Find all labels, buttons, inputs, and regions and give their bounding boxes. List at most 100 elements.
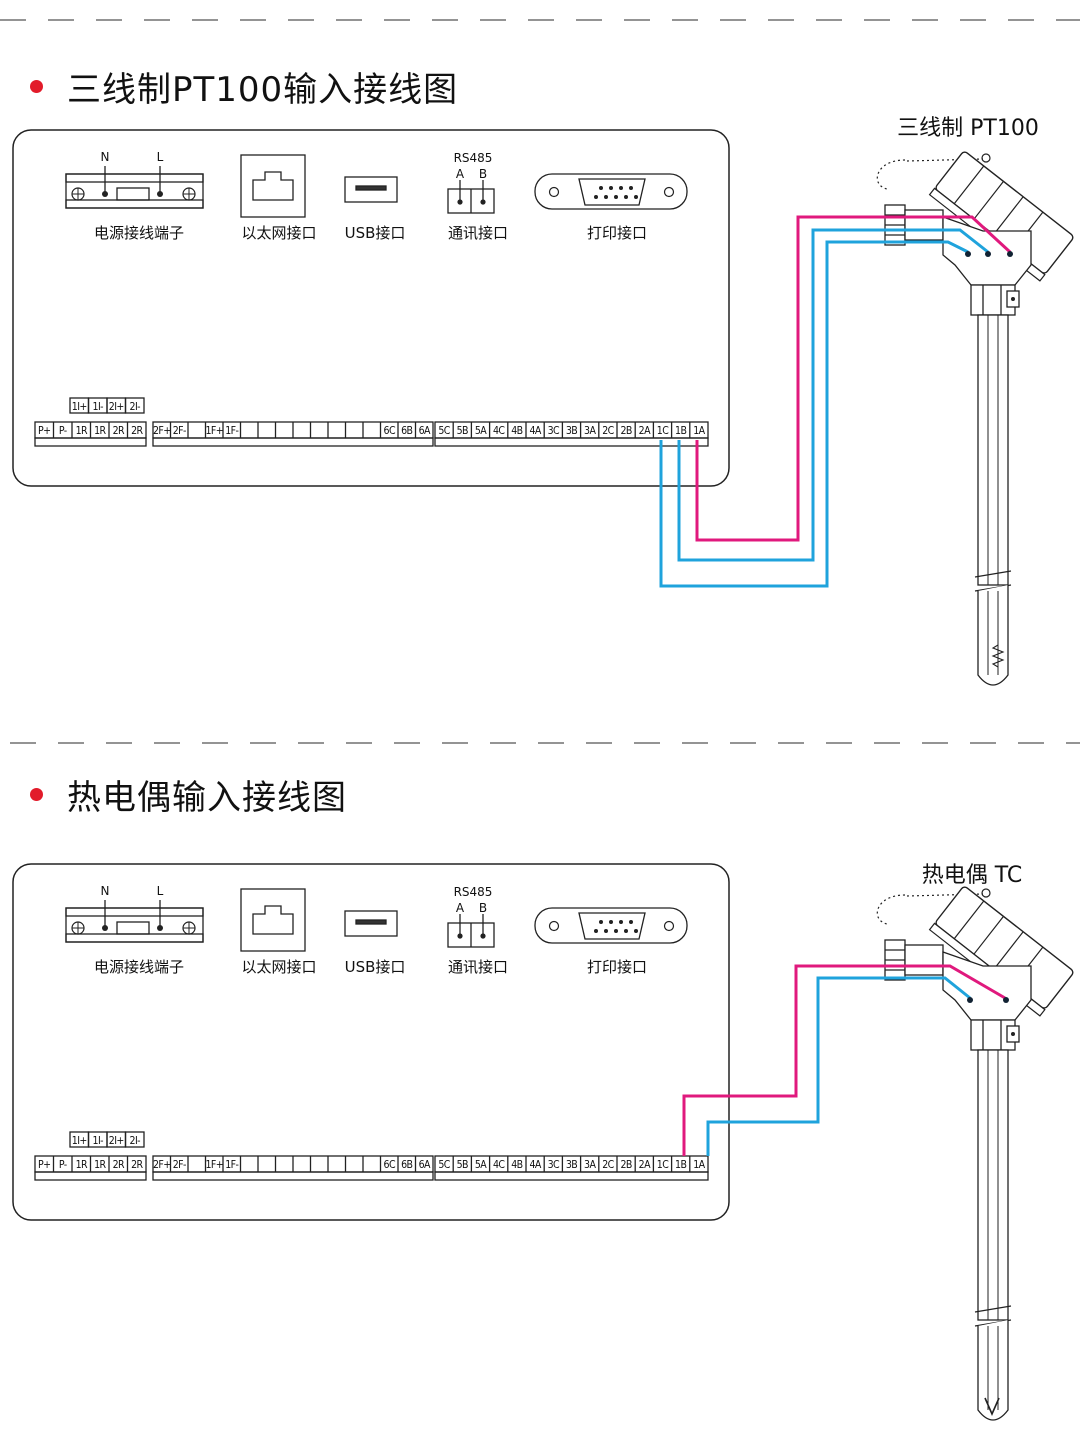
terminal-label: 5C bbox=[438, 425, 450, 437]
terminal-label: 2B bbox=[620, 425, 631, 437]
terminal-label: 6C bbox=[384, 425, 396, 437]
db9-pin bbox=[609, 920, 613, 924]
terminal-cell bbox=[124, 1131, 145, 1148]
terminal-label: 6C bbox=[384, 1159, 396, 1171]
bullet-icon bbox=[30, 788, 43, 801]
db9-pin bbox=[599, 186, 603, 190]
probe-terminal-dot bbox=[985, 251, 991, 257]
power-terminal-slot bbox=[116, 187, 150, 201]
power-terminal-slot bbox=[116, 921, 150, 935]
panel-outline bbox=[12, 863, 730, 1221]
db9-pin bbox=[604, 929, 608, 933]
comm-label: 通讯接口 bbox=[448, 958, 508, 976]
terminal-label: 4B bbox=[511, 1159, 522, 1171]
usb-label: USB接口 bbox=[345, 958, 406, 976]
terminal-label: 1B bbox=[675, 425, 686, 437]
terminal-label: 6A bbox=[419, 425, 431, 437]
terminal-label: 2A bbox=[639, 1159, 651, 1171]
terminal-label: 6B bbox=[401, 425, 412, 437]
terminal-label: 2I+ bbox=[109, 401, 124, 413]
terminal-label: 2F+ bbox=[153, 1159, 171, 1171]
mount-hole bbox=[663, 186, 675, 198]
bullet-icon bbox=[30, 80, 43, 93]
db9-pin bbox=[614, 195, 618, 199]
terminal-label: 3C bbox=[548, 425, 560, 437]
probe-stem bbox=[977, 1049, 1009, 1321]
db9-pin bbox=[624, 195, 628, 199]
terminal-label: 2A bbox=[639, 425, 651, 437]
db9-icon bbox=[578, 178, 646, 206]
power-terminal-bottom bbox=[65, 933, 204, 943]
mount-hole bbox=[663, 920, 675, 932]
print-label: 打印接口 bbox=[587, 958, 647, 976]
power-l-label: L bbox=[157, 150, 164, 164]
terminal-label: 2F- bbox=[173, 1159, 186, 1171]
rs485-b-label: B bbox=[479, 901, 487, 915]
head-rib bbox=[973, 180, 1004, 220]
db9-icon bbox=[578, 912, 646, 940]
comm-label: 通讯接口 bbox=[448, 224, 508, 242]
db9-pin bbox=[629, 920, 633, 924]
terminal-label: 3A bbox=[584, 1159, 596, 1171]
terminal-strip-base bbox=[152, 1171, 434, 1181]
power-l-label: L bbox=[157, 884, 164, 898]
ethernet-icon bbox=[252, 171, 294, 201]
ethernet-icon bbox=[252, 905, 294, 935]
terminal-label: 2F- bbox=[173, 425, 186, 437]
section-title-pt100: 三线制PT100输入接线图 bbox=[30, 62, 458, 111]
terminal-label: 2B bbox=[620, 1159, 631, 1171]
ethernet-frame bbox=[240, 154, 306, 218]
wire-magenta bbox=[695, 215, 1012, 542]
probe-label-group: 热电偶 TC bbox=[922, 863, 1023, 888]
ethernet-label: 以太网接口 bbox=[241, 958, 316, 976]
db9-pin bbox=[594, 195, 598, 199]
sensor-probe bbox=[876, 151, 1074, 686]
rs485-a-label: A bbox=[456, 167, 465, 181]
terminal-label: 2I+ bbox=[109, 1135, 124, 1147]
power-label: 电源接线端子 bbox=[94, 224, 184, 242]
probe-terminal-dot bbox=[1003, 997, 1009, 1003]
terminal-label: 5A bbox=[475, 425, 487, 437]
terminal-label: 1B bbox=[675, 1159, 686, 1171]
analog-terminals-top: 1I+1I-2I+2I- bbox=[69, 397, 145, 414]
terminal-cell bbox=[124, 397, 145, 414]
terminal-dot bbox=[102, 191, 108, 197]
ethernet-port: 以太网接口 bbox=[240, 888, 317, 976]
probe-label: 热电偶 TC bbox=[922, 863, 1023, 888]
terminal-strip-base bbox=[434, 437, 709, 447]
ethernet-frame bbox=[240, 888, 306, 952]
terminal-label: 2R bbox=[113, 1159, 125, 1171]
db9-pin bbox=[634, 929, 638, 933]
power-terminal-top bbox=[65, 907, 204, 917]
power-n-label: N bbox=[101, 884, 110, 898]
terminal-label: 2C bbox=[602, 425, 614, 437]
db9-pin bbox=[619, 186, 623, 190]
db9-pin bbox=[604, 195, 608, 199]
terminal-label: 5C bbox=[438, 1159, 450, 1171]
db9-pin bbox=[624, 929, 628, 933]
gland-body bbox=[904, 209, 944, 241]
terminal-label: 5A bbox=[475, 1159, 487, 1171]
power-terminal-top bbox=[65, 173, 204, 183]
probe-tip bbox=[977, 585, 1009, 686]
terminal-label: 4C bbox=[493, 425, 505, 437]
terminal-label: 2C bbox=[602, 1159, 614, 1171]
terminal-dot bbox=[457, 199, 463, 205]
db9-pin bbox=[634, 195, 638, 199]
wire-blue bbox=[677, 228, 989, 562]
terminal-label: 1R bbox=[76, 1159, 88, 1171]
db9-pin bbox=[614, 929, 618, 933]
rs485-a-label: A bbox=[456, 901, 465, 915]
head-rib bbox=[953, 900, 985, 940]
ethernet-label: 以太网接口 bbox=[241, 224, 316, 242]
section-title-text: 三线制PT100输入接线图 bbox=[67, 70, 459, 110]
thermocouple-junction-icon bbox=[984, 1397, 1000, 1416]
terminal-label: 3B bbox=[566, 1159, 577, 1171]
terminal-label: 1C bbox=[657, 1159, 669, 1171]
terminal-label: 2I- bbox=[130, 1135, 141, 1147]
